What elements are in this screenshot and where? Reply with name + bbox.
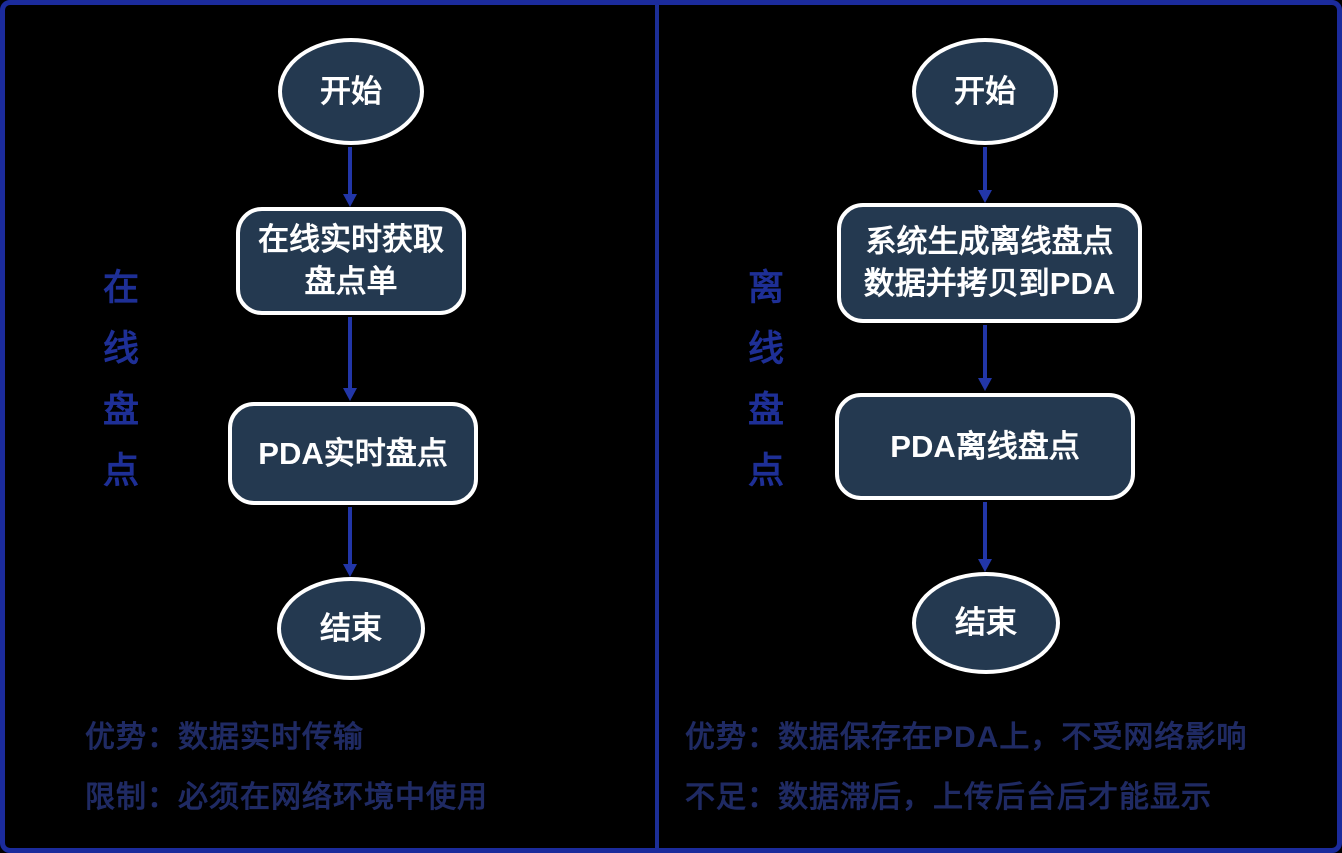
arrow-shaft: [983, 147, 987, 194]
flow-arrow-icon: [343, 317, 357, 401]
advantage-note: 优势：数据实时传输: [85, 721, 364, 754]
drawback-note: 不足：数据滞后，上传后台后才能显示: [685, 781, 1212, 814]
offline-panel-vertical-title: 离线盘点: [743, 268, 784, 512]
arrow-shaft: [348, 507, 352, 568]
panel-divider: [655, 4, 659, 849]
process-node-pda-offline-count: PDA离线盘点: [835, 393, 1135, 500]
arrow-head-icon: [343, 388, 357, 401]
advantage-note: 优势：数据保存在PDA上，不受网络影响: [685, 721, 1248, 754]
online-inventory-panel: 在线盘点 开始 在线实时获取 盘点单 PDA实时盘点 结束 优势：数据实时传输 …: [0, 0, 657, 853]
process-node-generate-offline-data: 系统生成离线盘点 数据并拷贝到PDA: [837, 203, 1142, 323]
flow-arrow-icon: [978, 147, 992, 203]
arrow-shaft: [983, 502, 987, 563]
flow-arrow-icon: [978, 502, 992, 572]
process-node-get-inventory-list: 在线实时获取 盘点单: [236, 207, 466, 315]
arrow-head-icon: [343, 194, 357, 207]
start-node: 开始: [912, 38, 1058, 145]
flow-arrow-icon: [343, 507, 357, 577]
arrow-shaft: [348, 317, 352, 392]
limitation-note: 限制：必须在网络环境中使用: [85, 781, 488, 814]
offline-inventory-panel: 离线盘点 开始 系统生成离线盘点 数据并拷贝到PDA PDA离线盘点 结束 优势…: [657, 0, 1342, 853]
arrow-head-icon: [343, 564, 357, 577]
end-node: 结束: [277, 577, 425, 680]
arrow-shaft: [983, 325, 987, 382]
arrow-head-icon: [978, 559, 992, 572]
flow-arrow-icon: [343, 147, 357, 207]
arrow-shaft: [348, 147, 352, 198]
flow-arrow-icon: [978, 325, 992, 391]
start-node: 开始: [278, 38, 424, 145]
online-panel-vertical-title: 在线盘点: [98, 268, 139, 512]
process-node-pda-realtime-count: PDA实时盘点: [228, 402, 478, 505]
arrow-head-icon: [978, 378, 992, 391]
end-node: 结束: [912, 572, 1060, 674]
arrow-head-icon: [978, 190, 992, 203]
